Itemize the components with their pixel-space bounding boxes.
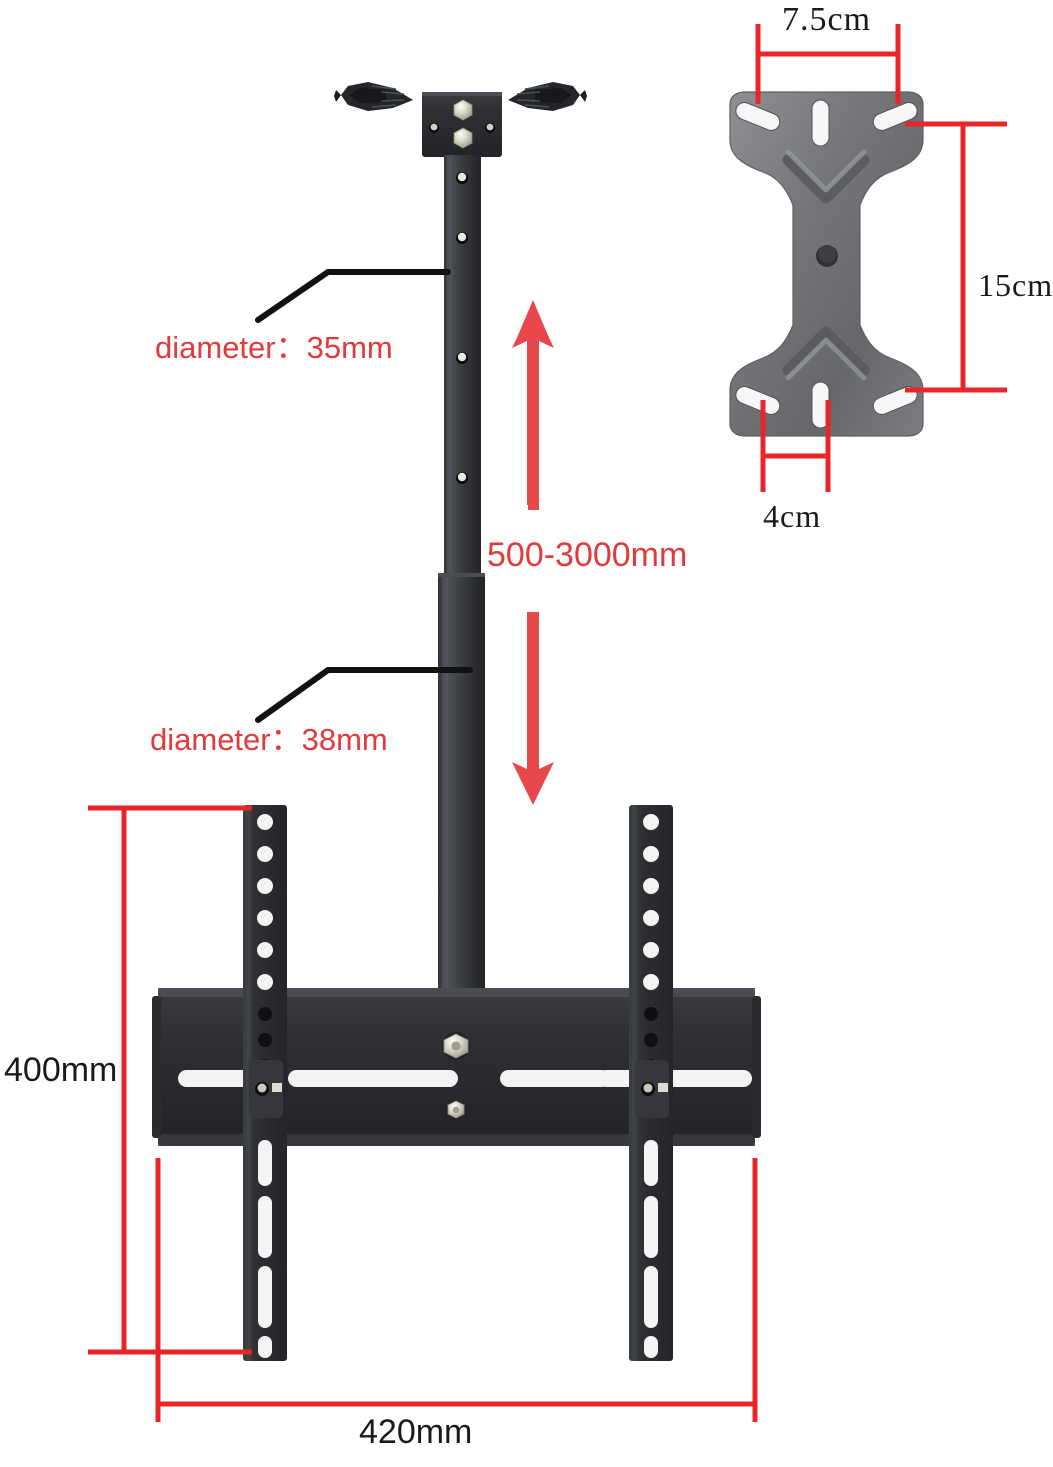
label-plate-width: 7.5cm [782, 1, 872, 38]
leader-lower-tube [255, 667, 473, 723]
lower-telescoping-tube [438, 573, 485, 1003]
dim-bracket-width [155, 1158, 758, 1422]
label-diameter-upper: diameter：35mm [155, 330, 393, 365]
toggle-wing-right [508, 82, 587, 111]
rail-right-slots [644, 1140, 658, 1358]
leader-upper-tube [255, 269, 451, 323]
tv-mounting-plate [152, 805, 761, 1361]
ceiling-plate-body [422, 92, 502, 157]
label-bracket-height: 400mm [4, 1051, 118, 1089]
rail-left-slots [258, 1140, 272, 1358]
tv-plate-body [158, 988, 755, 1146]
tv-plate-center-bolt-lower [446, 1100, 466, 1120]
ceiling-plate-detail-slots-bottom [735, 381, 918, 429]
dim-plate-hole-spacing [760, 400, 831, 492]
callout-leaders [255, 269, 473, 723]
plate-rib-v-top [782, 154, 870, 204]
label-bracket-width: 420mm [359, 1413, 473, 1451]
dim-plate-width [755, 24, 901, 104]
label-plate-hole-spacing: 4cm [763, 498, 822, 534]
plate-rib-v-bottom [782, 326, 870, 376]
ceiling-plate-bolt-lower [453, 127, 473, 149]
toggle-wing-left [334, 82, 413, 111]
tv-vertical-rail-left [243, 805, 287, 1361]
ceiling-bracket-assembly [334, 82, 587, 157]
rail-left-round-holes [257, 814, 273, 990]
tv-plate-slots [178, 1070, 752, 1087]
tv-plate-center-bolt-upper [442, 1032, 470, 1060]
rail-right-round-holes [643, 814, 659, 990]
ceiling-plate-detail-slots-top [735, 99, 918, 147]
label-plate-height: 15cm [978, 267, 1053, 303]
label-extension-range: 500-3000mm [487, 536, 688, 574]
ceiling-plate-bolt-upper [453, 99, 473, 121]
upper-tube-adjust-holes [456, 172, 468, 484]
dim-bracket-height [88, 805, 252, 1355]
extension-arrows [512, 300, 554, 805]
dim-plate-height [905, 121, 1007, 393]
upper-telescoping-tube [444, 155, 481, 614]
arrow-down [512, 612, 554, 805]
ceiling-plate-detail [729, 91, 924, 437]
tv-vertical-rail-right [629, 805, 673, 1361]
label-diameter-lower: diameter：38mm [150, 722, 388, 757]
